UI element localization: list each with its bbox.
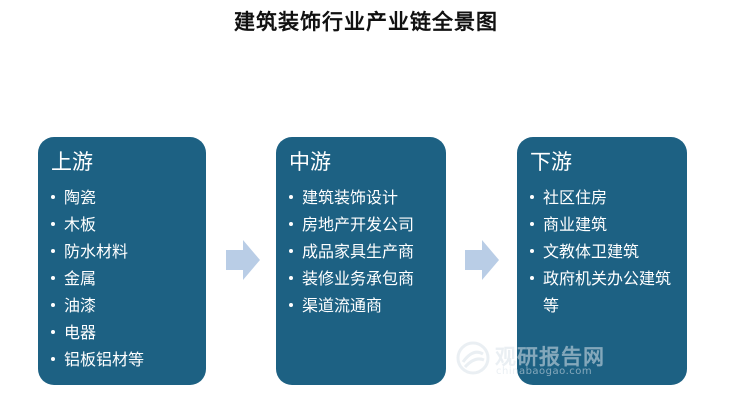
midstream-item: 成品家具生产商	[289, 238, 436, 265]
upstream-item: 金属	[51, 265, 196, 292]
upstream-item: 油漆	[51, 292, 196, 319]
midstream-item: 渠道流通商	[289, 292, 436, 319]
upstream-box: 上游 陶瓷 木板 防水材料 金属 油漆 电器 铝板铝材等	[38, 137, 206, 385]
watermark-url: chinabaogao.com	[496, 366, 593, 377]
watermark-logo-icon	[456, 341, 490, 375]
midstream-item: 装修业务承包商	[289, 265, 436, 292]
downstream-item: 商业建筑	[530, 211, 677, 238]
upstream-item: 铝板铝材等	[51, 346, 196, 373]
arrow-right-icon	[226, 240, 260, 280]
upstream-item: 陶瓷	[51, 184, 196, 211]
diagram-title: 建筑装饰行业产业链全景图	[234, 9, 498, 34]
downstream-item: 文教体卫建筑	[530, 238, 677, 265]
upstream-item: 电器	[51, 319, 196, 346]
arrow-right-icon	[465, 240, 499, 280]
upstream-item: 防水材料	[51, 238, 196, 265]
downstream-box: 下游 社区住房 商业建筑 文教体卫建筑 政府机关办公建筑等	[517, 137, 687, 385]
watermark-name: 观研报告网	[495, 345, 605, 369]
upstream-heading: 上游	[51, 150, 93, 174]
watermark: 观研报告网 chinabaogao.com	[455, 338, 645, 388]
midstream-heading: 中游	[289, 150, 331, 174]
midstream-box: 中游 建筑装饰设计 房地产开发公司 成品家具生产商 装修业务承包商 渠道流通商	[276, 137, 446, 385]
midstream-item: 房地产开发公司	[289, 211, 436, 238]
downstream-item: 政府机关办公建筑等	[530, 265, 677, 319]
downstream-heading: 下游	[530, 150, 572, 174]
downstream-item: 社区住房	[530, 184, 677, 211]
upstream-item: 木板	[51, 211, 196, 238]
midstream-item: 建筑装饰设计	[289, 184, 436, 211]
